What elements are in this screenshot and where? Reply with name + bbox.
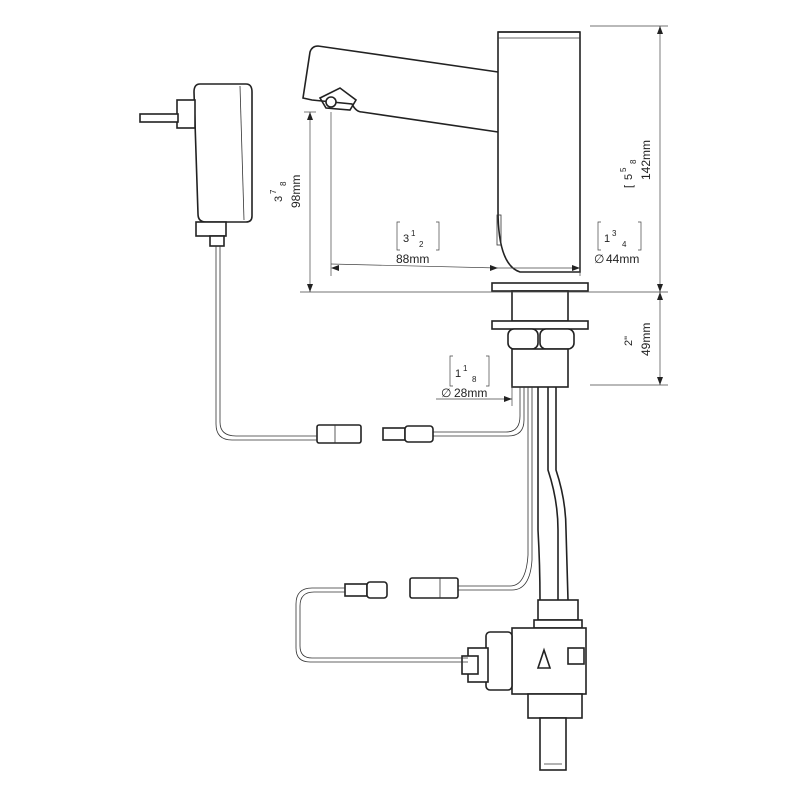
body-diameter-inch-num: 3 (612, 229, 617, 238)
shank-diameter-inch-den: 8 (472, 375, 477, 384)
spout-height-inch-den: 8 (279, 181, 288, 186)
dim-spout-height (304, 111, 316, 292)
body-diameter-symbol: ∅ (594, 252, 604, 266)
body-height-mm: 142mm (639, 140, 653, 180)
shank-length-inch: 2" (623, 336, 635, 346)
body-height-inch-bracket: [ (623, 185, 635, 188)
shank-length-mm: 49mm (639, 323, 653, 356)
body-diameter-inch-whole: 1 (604, 233, 610, 245)
dim-shank-length (590, 292, 668, 386)
spout-height-inch-whole: 3 (273, 196, 285, 202)
spout-reach-inch-whole: 3 (403, 233, 409, 245)
faucet-spout (302, 45, 499, 133)
dim-shank-length-label: 2" 49mm (623, 323, 653, 356)
spout-height-inch-num: 7 (269, 189, 278, 194)
dim-spout-reach (330, 112, 499, 276)
shank-diameter-mm: 28mm (454, 386, 487, 400)
dim-body-height-label: [ 5 5 8 142mm (619, 140, 653, 188)
shank-diameter-inch-num: 1 (463, 364, 468, 373)
shank-diameter-inch-whole: 1 (455, 368, 461, 380)
dim-body-diameter (498, 240, 581, 276)
body-diameter-mm: 44mm (606, 252, 639, 266)
solenoid-valve-icon (295, 587, 587, 771)
faucet-base (491, 282, 589, 388)
body-height-inch-den: 8 (629, 159, 638, 164)
body-diameter-inch-den: 4 (622, 240, 627, 249)
body-height-inch-num: 5 (619, 167, 628, 172)
faucet-body (496, 31, 581, 273)
connector-plug-icon (316, 424, 434, 444)
spout-height-mm: 98mm (289, 175, 303, 208)
body-height-inch-whole: 5 (623, 174, 635, 180)
dim-shank-diameter (436, 386, 513, 406)
inch-brackets (396, 221, 642, 387)
dim-spout-height-label: 3 7 8 98mm (269, 175, 303, 208)
connector-plug-icon (344, 577, 459, 599)
dim-body-height (300, 25, 668, 293)
sensor-cable (432, 387, 533, 591)
shank-diameter-symbol: ∅ (441, 386, 451, 400)
spout-reach-inch-den: 2 (419, 240, 424, 249)
water-hose (537, 387, 569, 601)
spout-reach-inch-num: 1 (411, 229, 416, 238)
spout-reach-mm: 88mm (396, 252, 429, 266)
power-adapter-icon (139, 83, 317, 441)
